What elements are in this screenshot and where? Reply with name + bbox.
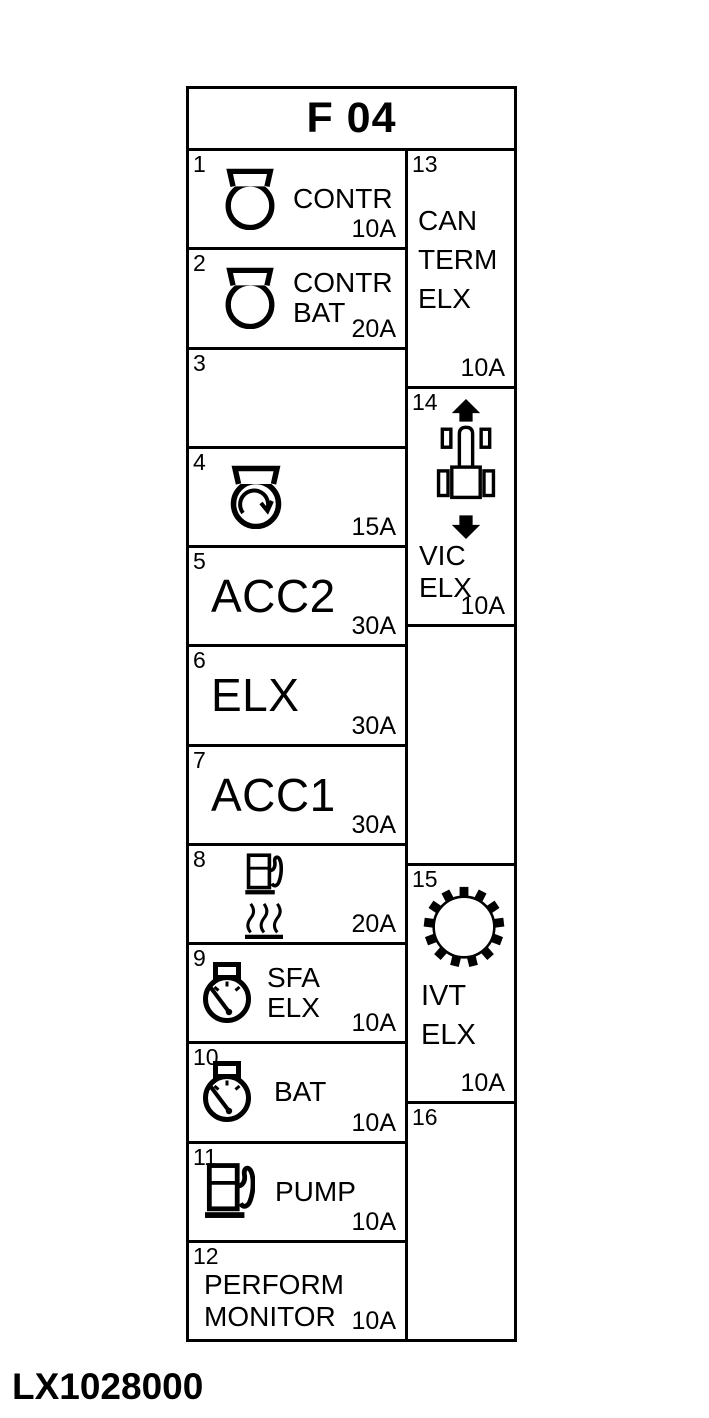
key-switch-icon [222,267,278,329]
fuse-slot-11: 11 PUMP 10A [189,1143,405,1243]
fuse-label-line: PUMP [275,1175,356,1207]
fuse-label: CONTR BAT [293,267,393,329]
gauge-icon [200,1061,254,1123]
fuse-column-left: 1 CONTR 10A 2 CONTR B [189,151,408,1339]
fuse-number: 15 [412,865,438,892]
key-switch-start-icon [225,465,287,529]
fuse-number: 1 [193,151,206,177]
fuse-amps: 20A [351,314,396,343]
fuse-label: CAN TERM ELX [408,151,514,319]
fuse-slot-16: 16 [408,1103,514,1340]
fuse-slot-blank [408,627,514,866]
fuse-amps: 10A [351,215,396,244]
fuse-label: ACC1 [211,768,336,821]
fuse-label-line: BAT [293,297,346,329]
fuse-label: SFA ELX [267,961,320,1024]
fuse-number: 6 [193,647,206,674]
fuse-number: 8 [193,845,206,872]
fuse-label: PERFORM MONITOR [189,1243,405,1333]
fuse-slot-13: 13 CAN TERM ELX 10A [408,151,514,390]
fuse-number: 5 [193,548,206,574]
fuse-column-right: 13 CAN TERM ELX 10A 14 VIC ELX 10A [408,151,514,1340]
glow-heat-icon [242,901,286,939]
fuse-number: 14 [412,389,438,416]
fuse-number: 2 [193,250,206,277]
fuse-slot-7: 7 ACC1 30A [189,746,405,846]
fuse-slot-10: 10 BAT 10A [189,1044,405,1144]
fuse-label-line: MONITOR [204,1300,336,1332]
fuse-amps: 10A [351,1307,396,1335]
fuse-label-line: ELX [419,571,472,603]
fuse-label-line: PERFORM [204,1268,344,1300]
fuse-number: 10 [193,1044,219,1071]
fuse-slot-12: 12 PERFORM MONITOR 10A [189,1242,405,1339]
fuse-label-line: ELX [267,992,320,1024]
fuse-label-line: BAT [274,1076,327,1108]
fuse-slot-15: 15 IVT ELX 10A [408,865,514,1104]
fuse-slot-1: 1 CONTR 10A [189,151,405,251]
fuse-label: PUMP [275,1175,356,1207]
figure-id: LX1028000 [12,1366,204,1407]
fuse-slot-5: 5 ACC2 30A [189,548,405,648]
fuse-slot-14: 14 VIC ELX 10A [408,389,514,628]
fuse-label: ELX [211,669,300,722]
fuse-amps: 30A [351,612,396,641]
fuse-label-line: ELX [418,283,471,315]
fuse-label: ACC2 [211,570,336,623]
gauge-icon [200,962,254,1024]
fuse-label-line: IVT [421,979,467,1012]
fuse-slot-3: 3 [189,349,405,449]
fuse-label: CONTR [293,183,393,214]
fuse-label-line: CAN [418,205,478,236]
tractor-top-view-icon [428,398,504,540]
fuse-label-line: CONTR [293,267,393,299]
fuse-number: 12 [193,1242,219,1269]
fuse-amps: 10A [460,592,505,621]
key-switch-icon [222,168,278,230]
fuse-slot-6: 6 ELX 30A [189,647,405,747]
gear-icon [419,882,509,972]
fuse-label-line: ELX [421,1018,476,1051]
fuse-amps: 20A [351,910,396,938]
fuse-slot-9: 9 SFA ELX 10A [189,945,405,1045]
fuse-amps: 10A [460,354,505,383]
fuse-number: 9 [193,945,206,971]
fuse-amps: 10A [351,1207,396,1236]
fuse-amps: 30A [351,810,396,839]
fuse-box-f04: F 04 1 CONTR 10A 2 [186,86,517,1342]
fuse-slot-2: 2 CONTR BAT 20A [189,250,405,350]
fuse-amps: 10A [460,1068,505,1097]
fuse-amps: 10A [351,1108,396,1137]
fuse-amps: 15A [351,513,396,541]
fuse-label: IVT ELX [408,977,514,1055]
fuel-pump-icon [245,852,283,898]
fuse-number: 7 [193,746,206,773]
fuse-amps: 30A [351,711,396,740]
fuse-label-line: VIC [419,540,466,572]
fuse-label-line: TERM [418,244,498,276]
fuse-label: BAT [274,1077,326,1107]
fuse-slot-4: 4 15A [189,448,405,548]
fuse-label: VIC ELX [408,540,514,603]
fuse-number: 3 [193,349,206,376]
fuse-label-line: CONTR [293,183,393,214]
fuel-pump-icon [205,1161,255,1223]
fuse-number: 11 [193,1143,217,1170]
fuse-number: 4 [193,448,206,475]
fuse-slot-8: 8 20A [189,845,405,945]
fuse-amps: 10A [351,1009,396,1038]
fuse-grid: 1 CONTR 10A 2 CONTR B [189,151,514,1340]
fuse-number: 16 [412,1103,438,1130]
fuse-label-line: SFA [267,961,320,993]
fuse-number: 13 [412,151,438,177]
fuse-box-title: F 04 [189,89,514,151]
